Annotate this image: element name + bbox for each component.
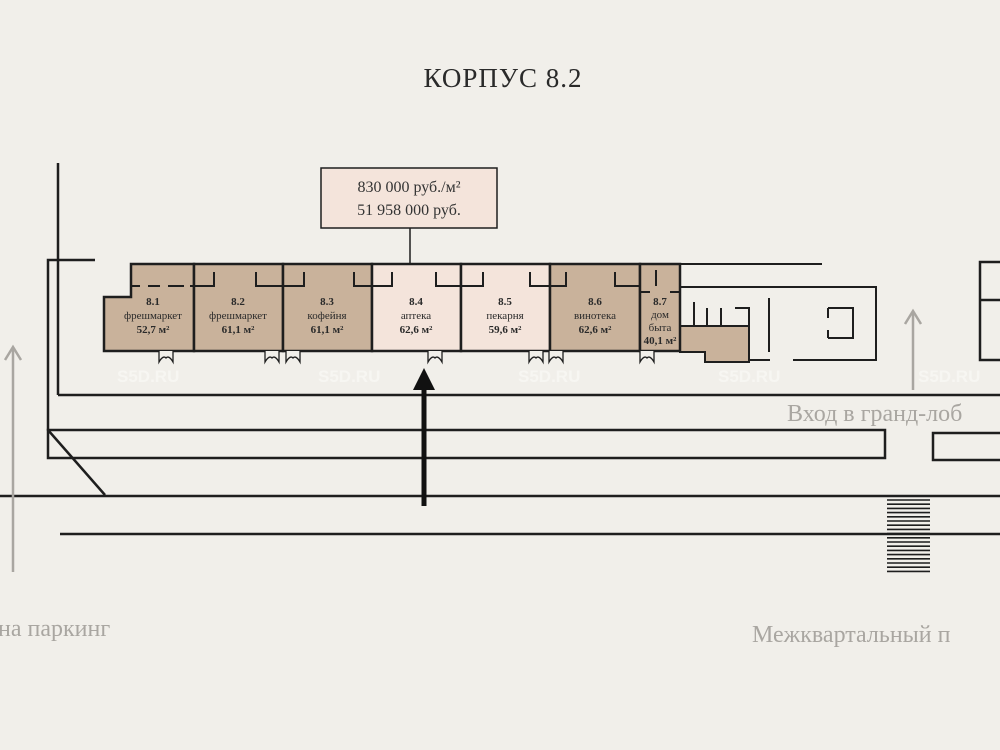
door-icon (285, 351, 301, 365)
crosswalk (887, 499, 930, 573)
partitions (131, 270, 680, 293)
unit-number: 8.7 (653, 296, 667, 308)
street-label: Межквартальный п (752, 622, 951, 648)
unit-area: 61,1 м² (222, 324, 255, 336)
units (102, 262, 682, 353)
unit-name: кофейня (307, 310, 346, 322)
unit-area: 62,6 м² (579, 324, 612, 336)
door-icon (548, 351, 564, 365)
watermark: S5D.RU (117, 367, 179, 386)
unit-8-3[interactable] (281, 262, 374, 353)
unit-area: 61,1 м² (311, 324, 344, 336)
watermark: S5D.RU (318, 367, 380, 386)
door-icon (528, 351, 544, 365)
site-lines (0, 163, 1000, 536)
unit-name: дом (651, 309, 669, 321)
building-title: КОРПУС 8.2 (424, 63, 583, 93)
watermark: S5D.RU (718, 367, 780, 386)
door-icon (264, 351, 280, 365)
unit-8-5[interactable] (459, 262, 552, 353)
unit-number: 8.1 (146, 296, 160, 308)
door-icon (639, 351, 655, 365)
unit-area: 59,6 м² (489, 324, 522, 336)
unit-number: 8.5 (498, 296, 512, 308)
parking-label: на паркинг (0, 616, 110, 642)
watermarks: S5D.RU S5D.RU S5D.RU S5D.RU S5D.RU (117, 367, 980, 386)
door-icon (158, 351, 174, 365)
unit-number: 8.4 (409, 296, 423, 308)
doors (158, 351, 655, 365)
unit-name: аптека (401, 310, 431, 322)
watermark: S5D.RU (918, 367, 980, 386)
unit-area: 62,6 м² (400, 324, 433, 336)
unit-number: 8.2 (231, 296, 245, 308)
direction-arrow-icon (3, 308, 923, 572)
price-total: 51 958 000 руб. (357, 202, 461, 219)
watermark: S5D.RU (518, 367, 580, 386)
door-icon (427, 351, 443, 365)
unit-name: винотека (574, 310, 616, 322)
unit-8-7-annex (679, 325, 750, 363)
unit-8-7[interactable] (638, 262, 682, 353)
entrance-arrow-icon (413, 368, 435, 506)
unit-number: 8.6 (588, 296, 602, 308)
unit-area: 52,7 м² (137, 324, 170, 336)
unit-name: фрешмаркет (209, 310, 267, 322)
unit-name: пекарня (486, 310, 523, 322)
unit-area: 40,1 м² (644, 335, 677, 347)
price-box (320, 167, 498, 229)
price-per-m2: 830 000 руб./м² (357, 179, 460, 196)
lobby-entrance-label: Вход в гранд-лоб (787, 401, 962, 427)
unit-number: 8.3 (320, 296, 334, 308)
unit-name: фрешмаркет (124, 310, 182, 322)
unit-name: быта (649, 322, 672, 334)
unit-8-2[interactable] (192, 262, 285, 353)
